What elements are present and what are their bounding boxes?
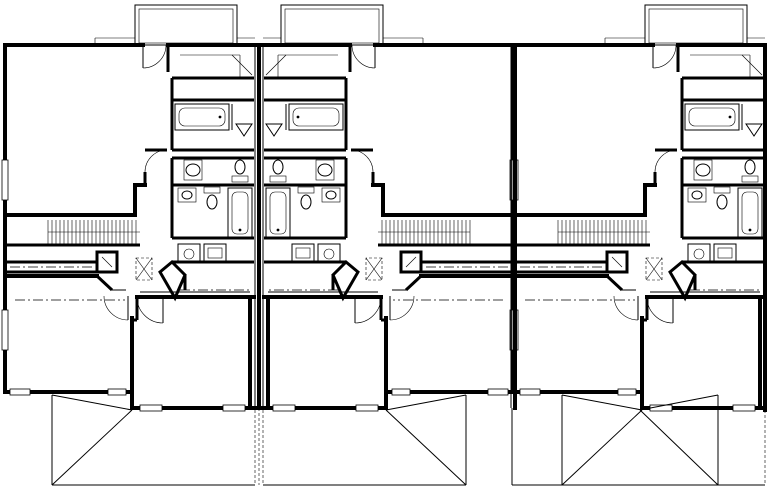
party-walls — [254, 43, 767, 485]
unit-3 — [510, 3, 767, 487]
unit-1 — [0, 3, 257, 487]
porch-roof-right — [512, 394, 719, 486]
unit-2 — [261, 3, 518, 487]
